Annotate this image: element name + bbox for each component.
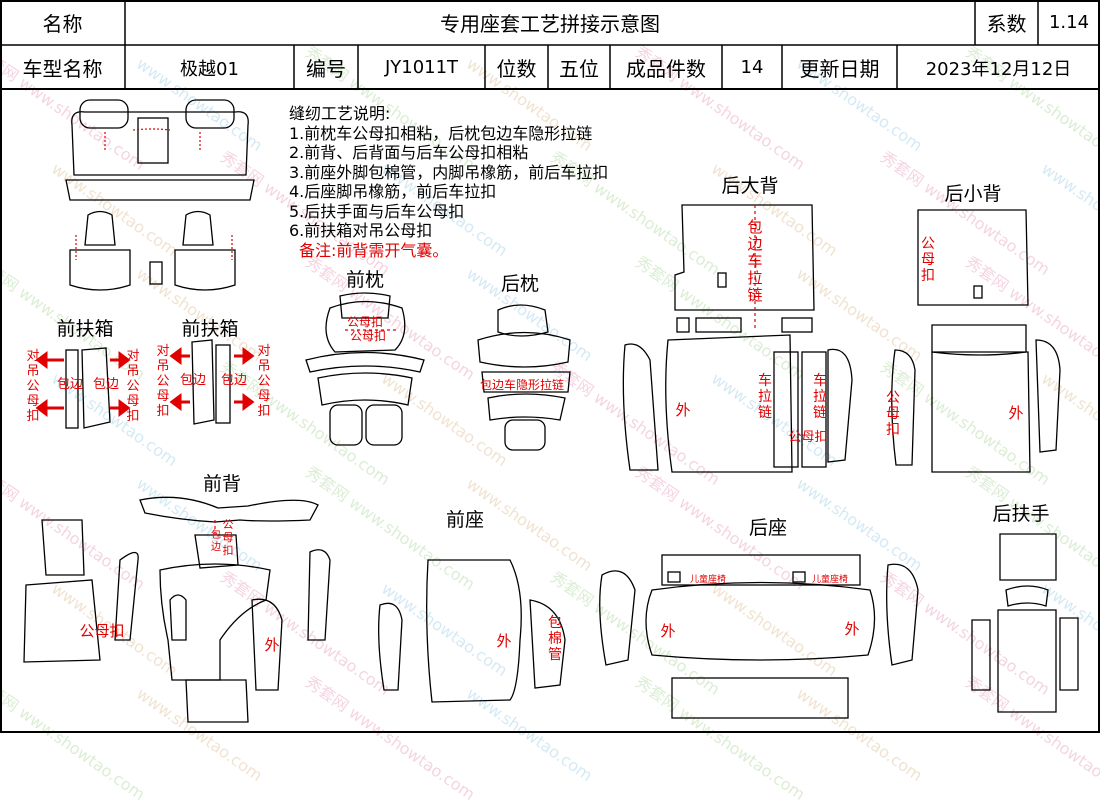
label-wai-3: 外 xyxy=(264,636,279,654)
label-hang-snap-2: 对吊公母扣 xyxy=(126,349,139,424)
sewing-notes: 缝纫工艺说明: 1.前枕车公母扣相粘，后枕包边车隐形拉链 2.前背、后背面与后车… xyxy=(289,104,608,260)
front-back-pattern xyxy=(23,496,331,723)
label-child-seat-1: 儿童座椅 xyxy=(690,573,726,585)
pattern-drawing: 前扶箱 前扶箱 前枕 后枕 后大背 后小背 前背 前座 后座 后扶手 包边 包边… xyxy=(0,0,1100,733)
model-value: 极越01 xyxy=(180,58,239,80)
notes-item-5: 5.后扶手面与后车公母扣 xyxy=(289,201,465,221)
pieces-value: 14 xyxy=(740,57,764,78)
title-rear-headrest: 后枕 xyxy=(501,273,539,295)
label-wai-4: 外 xyxy=(496,632,511,650)
title-front-armbox-1: 前扶箱 xyxy=(56,318,113,340)
label-wai-5: 外 xyxy=(660,622,675,640)
label-child-seat-2: 儿童座椅 xyxy=(812,573,848,585)
label-zip-2: 车拉链 xyxy=(813,372,827,421)
pieces-label: 成品件数 xyxy=(626,57,706,81)
seats-value: 五位 xyxy=(559,57,599,81)
label-rear-small-back-snap-2: 公母扣 xyxy=(886,390,900,438)
coef-value: 1.14 xyxy=(1048,12,1090,33)
seats-label: 位数 xyxy=(496,57,537,81)
seam-lines xyxy=(214,205,756,535)
notes-item-2: 2.前背、后背面与后车公母扣相粘 xyxy=(289,143,529,162)
rear-headrest-pattern xyxy=(477,304,571,451)
front-headrest-pattern xyxy=(305,292,425,446)
label-baobian-1: 包边 xyxy=(57,377,83,392)
label-rear-big-back-zip: 包边车拉链 xyxy=(747,218,762,304)
label-wai-2: 外 xyxy=(1008,404,1023,422)
rear-big-back-pattern xyxy=(622,204,853,473)
label-baobian-2: 包边 xyxy=(93,377,119,392)
label-wai-6: 外 xyxy=(844,620,859,638)
notes-item-4: 4.后座脚吊橡筋，前后车拉扣 xyxy=(289,182,497,201)
header-table: 名称 专用座套工艺拼接示意图 系数 1.14 车型名称 极越01 编号 JY10… xyxy=(0,0,1100,90)
document-title: 专用座套工艺拼接示意图 xyxy=(440,12,660,36)
label-front-headrest-snap-1: 公母扣 xyxy=(347,315,383,329)
label-rear-big-back-snap: 公母扣 xyxy=(788,430,827,445)
date-label: 更新日期 xyxy=(799,57,880,81)
seat-overview-illustration xyxy=(65,99,255,291)
date-value: 2023年12月12日 xyxy=(925,58,1072,80)
front-armbox-2-pattern xyxy=(191,339,231,425)
rear-small-back-pattern xyxy=(891,209,1061,473)
label-hang-snap-4: 对吊公母扣 xyxy=(257,344,270,419)
title-front-back: 前背 xyxy=(203,473,241,495)
code-label: 编号 xyxy=(306,57,346,81)
label-front-back-edge: 包边 xyxy=(211,528,221,553)
label-hang-snap-3: 对吊公母扣 xyxy=(156,344,169,419)
title-rear-seat: 后座 xyxy=(749,517,787,539)
title-front-armbox-2: 前扶箱 xyxy=(181,318,238,340)
label-zip-1: 车拉链 xyxy=(758,372,772,421)
label-rear-small-back-snap-1: 公母扣 xyxy=(921,236,935,284)
label-rear-headrest-zip: 包边车隐形拉链 xyxy=(480,377,564,392)
title-front-seat: 前座 xyxy=(446,509,484,531)
notes-item-3: 3.前座外脚包棉管，内脚吊橡筋，前后车拉扣 xyxy=(289,162,609,182)
notes-remark: 备注:前背需开气囊。 xyxy=(299,240,449,260)
vertical-labels: 对吊公母扣对吊公母扣对吊公母扣对吊公母扣包边车拉链车拉链车拉链公母扣公母扣公母扣… xyxy=(26,218,935,663)
label-front-back-snap: 公母扣 xyxy=(79,622,124,640)
notes-item-1: 1.前枕车公母扣相粘，后枕包边车隐形拉链 xyxy=(289,123,593,143)
title-rear-big-back: 后大背 xyxy=(721,175,778,197)
label-cotton-tube: 包棉管 xyxy=(548,615,562,663)
notes-title: 缝纫工艺说明: xyxy=(289,104,391,123)
label-hang-snap-1: 对吊公母扣 xyxy=(26,349,39,424)
name-label: 名称 xyxy=(42,12,83,36)
label-baobian-4: 包边 xyxy=(221,373,247,388)
rear-seat-pattern xyxy=(599,554,919,719)
code-value: JY1011T xyxy=(384,57,459,78)
notes-item-6: 6.前扶箱对吊公母扣 xyxy=(289,221,433,240)
coef-label: 系数 xyxy=(986,12,1027,36)
rear-armrest-pattern xyxy=(971,533,1079,713)
title-front-headrest: 前枕 xyxy=(346,269,384,291)
label-front-headrest-snap-2: 公母扣 xyxy=(350,329,386,343)
label-wai-1: 外 xyxy=(675,401,690,419)
overview-stitch-marks xyxy=(75,128,233,260)
title-rear-armrest: 后扶手 xyxy=(992,503,1049,525)
title-rear-small-back: 后小背 xyxy=(944,183,1001,205)
front-seat-pattern xyxy=(378,559,566,703)
front-armbox-1-pattern xyxy=(65,347,111,429)
page-frame xyxy=(0,0,1100,733)
model-label: 车型名称 xyxy=(22,57,103,81)
armbox-arrows xyxy=(35,347,255,417)
label-front-back-snap-v: 公母扣 xyxy=(223,518,234,557)
label-baobian-3: 包边 xyxy=(180,373,206,388)
